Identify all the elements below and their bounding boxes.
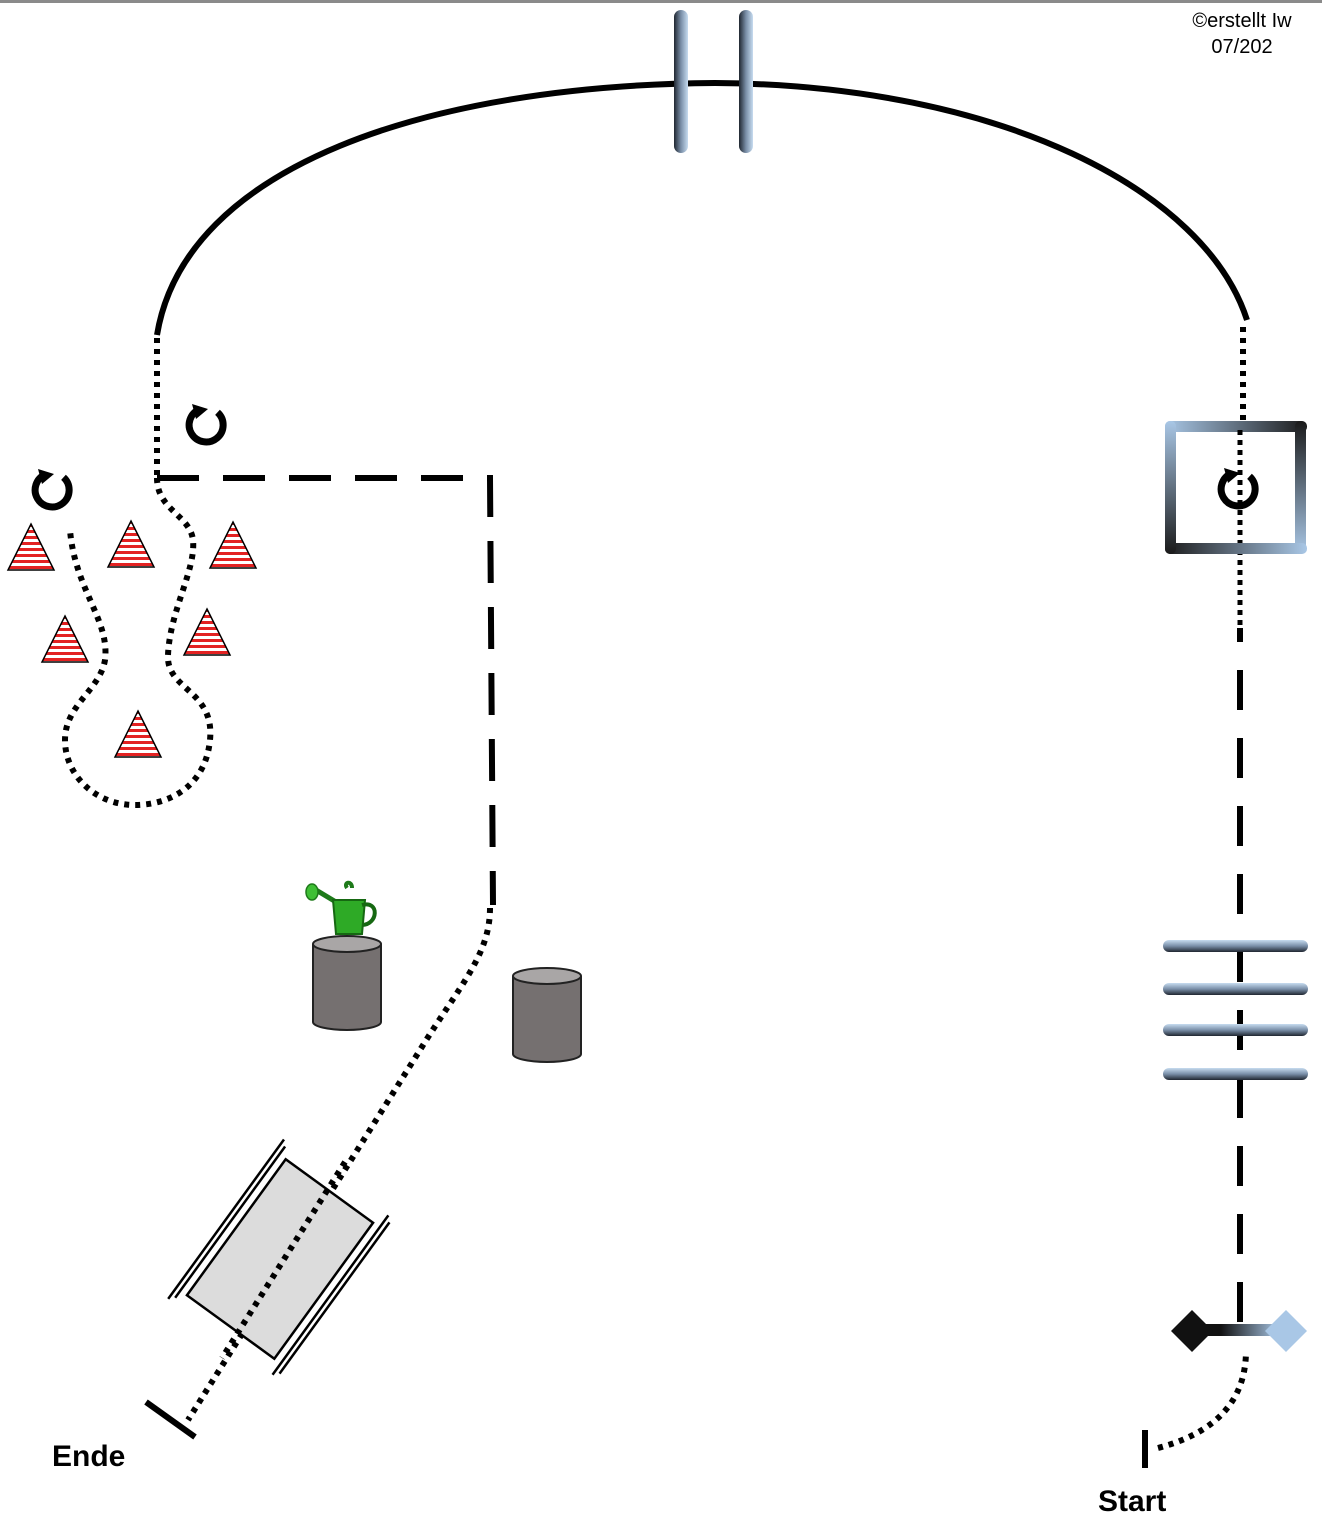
- turn-arrow-icon: [189, 404, 223, 442]
- credit-line-1: ©erstellt Iw: [1192, 10, 1292, 32]
- watering-can-icon: [305, 880, 377, 935]
- top-border-line: [0, 0, 1322, 3]
- barrel-icon: [512, 967, 582, 1063]
- cone-icon: [183, 608, 231, 656]
- start-gate-icon: [1171, 1310, 1307, 1352]
- square-box-icon: [1165, 421, 1307, 554]
- cone-icon: [114, 710, 162, 758]
- course-path-right: [1142, 322, 1249, 1468]
- top-gate-icon: [674, 10, 753, 153]
- cone-icon: [7, 523, 55, 571]
- cones-group: [7, 520, 257, 758]
- cone-icon: [107, 520, 155, 568]
- end-label: Ende: [52, 1440, 126, 1473]
- credit-line-2: 07/202: [1211, 36, 1273, 58]
- course-path-arc: [154, 79, 1250, 336]
- ground-poles-icon: [1163, 940, 1308, 1080]
- bridge-icon: [167, 1138, 391, 1376]
- barrel-icon: [312, 935, 382, 1031]
- course-path-left: [61, 338, 496, 1440]
- cone-icon: [41, 615, 89, 663]
- turn-arrow-icon: [35, 469, 69, 507]
- start-label: Start: [1098, 1485, 1167, 1518]
- credit-text: ©erstellt Iw 07/202: [1162, 8, 1322, 60]
- cone-icon: [209, 521, 257, 569]
